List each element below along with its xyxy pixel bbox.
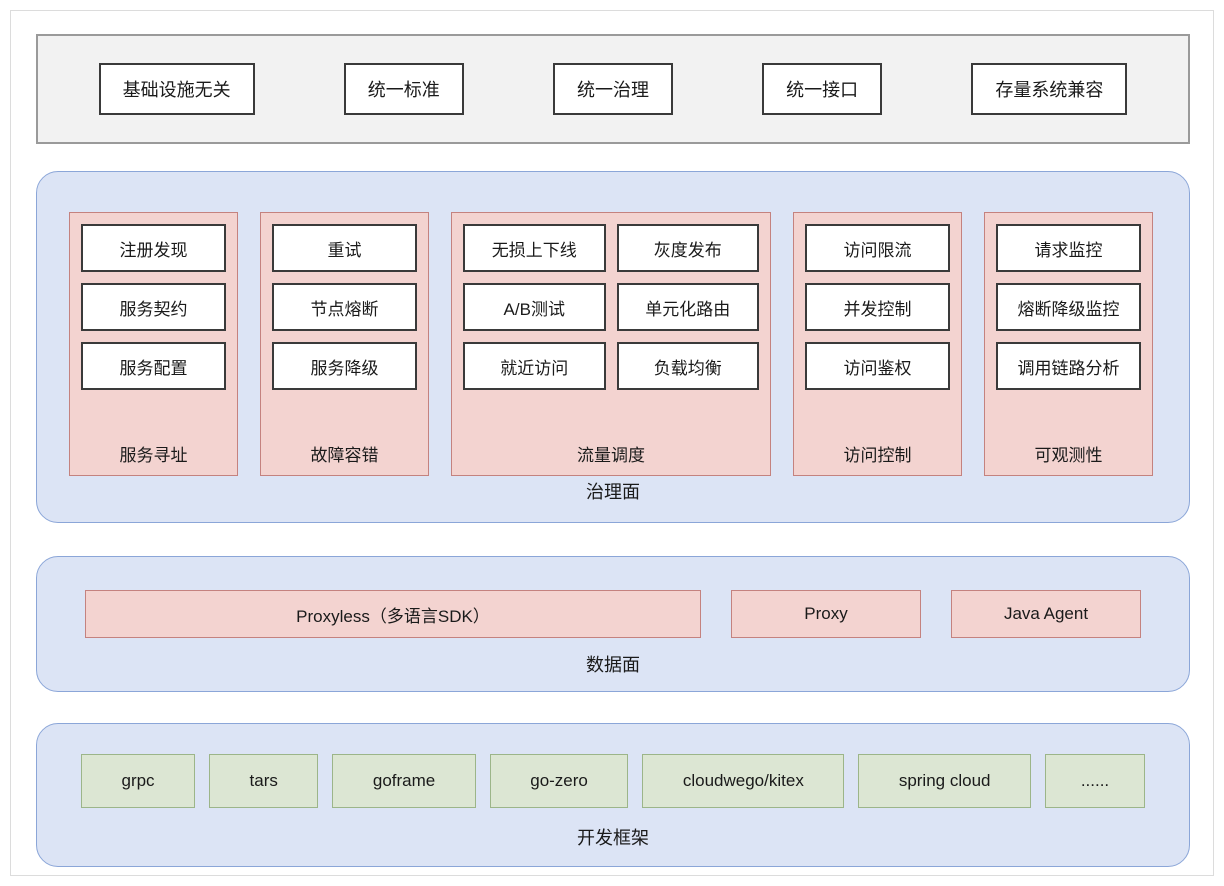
data-plane-item: Java Agent: [951, 590, 1141, 638]
data-plane-items-row: Proxyless（多语言SDK） Proxy Java Agent: [85, 590, 1141, 638]
governance-capability-item: 调用链路分析: [996, 342, 1141, 390]
diagram-outer-frame: 基础设施无关 统一标准 统一治理 统一接口 存量系统兼容 注册发现服务契约服务配置服务寻…: [10, 10, 1214, 876]
governance-group-items: 注册发现服务契约服务配置: [81, 224, 226, 431]
governance-group: 注册发现服务契约服务配置服务寻址: [69, 212, 238, 476]
principle-box: 统一标准: [343, 63, 464, 115]
principle-box: 统一治理: [552, 63, 673, 115]
governance-group-label: 故障容错: [310, 445, 379, 465]
governance-capability-item: 服务契约: [81, 283, 226, 331]
governance-capability-item: 并发控制: [805, 283, 950, 331]
framework-item: goframe: [332, 754, 476, 808]
data-plane-caption: 数据面: [586, 655, 640, 675]
governance-capability-item: 灰度发布: [616, 224, 759, 272]
governance-capability-item: 注册发现: [81, 224, 226, 272]
governance-group-label: 流量调度: [577, 445, 645, 465]
data-plane-item: Proxy: [731, 590, 921, 638]
governance-group-items: 请求监控熔断降级监控调用链路分析: [996, 224, 1141, 431]
governance-capability-item: 单元化路由: [616, 283, 759, 331]
governance-capability-item: 重试: [272, 224, 417, 272]
governance-capability-item: 无损上下线: [463, 224, 606, 272]
governance-group-items: 重试节点熔断服务降级: [272, 224, 417, 431]
governance-plane-caption: 治理面: [586, 482, 640, 502]
development-framework-caption: 开发框架: [577, 828, 649, 848]
governance-capability-item: 熔断降级监控: [996, 283, 1141, 331]
governance-capability-item: 负载均衡: [616, 342, 759, 390]
framework-item: spring cloud: [858, 754, 1031, 808]
principle-box: 基础设施无关: [98, 63, 255, 115]
governance-capability-item: 请求监控: [996, 224, 1141, 272]
framework-item: tars: [209, 754, 319, 808]
governance-capability-item: 访问限流: [805, 224, 950, 272]
governance-group-label: 服务寻址: [119, 445, 188, 465]
framework-item: cloudwego/kitex: [642, 754, 845, 808]
governance-capability-item: A/B测试: [463, 283, 606, 331]
framework-item: grpc: [81, 754, 196, 808]
framework-item: ......: [1044, 754, 1145, 808]
governance-capability-item: 服务配置: [81, 342, 226, 390]
governance-group-label: 可观测性: [1034, 445, 1103, 465]
framework-item: go-zero: [489, 754, 629, 808]
governance-group: 请求监控熔断降级监控调用链路分析可观测性: [984, 212, 1153, 476]
governance-group: 访问限流并发控制访问鉴权访问控制: [793, 212, 962, 476]
design-principles-band: 基础设施无关 统一标准 统一治理 统一接口 存量系统兼容: [36, 34, 1190, 144]
governance-group-items: 访问限流并发控制访问鉴权: [805, 224, 950, 431]
governance-capability-item: 服务降级: [272, 342, 417, 390]
governance-group-label: 访问控制: [843, 445, 912, 465]
governance-capability-item: 就近访问: [463, 342, 606, 390]
principle-box: 存量系统兼容: [971, 63, 1128, 115]
governance-capability-item: 访问鉴权: [805, 342, 950, 390]
data-plane-item: Proxyless（多语言SDK）: [85, 590, 701, 638]
governance-group: 重试节点熔断服务降级故障容错: [260, 212, 429, 476]
principle-box: 统一接口: [762, 63, 883, 115]
governance-capability-item: 节点熔断: [272, 283, 417, 331]
data-plane-layer: Proxyless（多语言SDK） Proxy Java Agent 数据面: [36, 556, 1190, 692]
